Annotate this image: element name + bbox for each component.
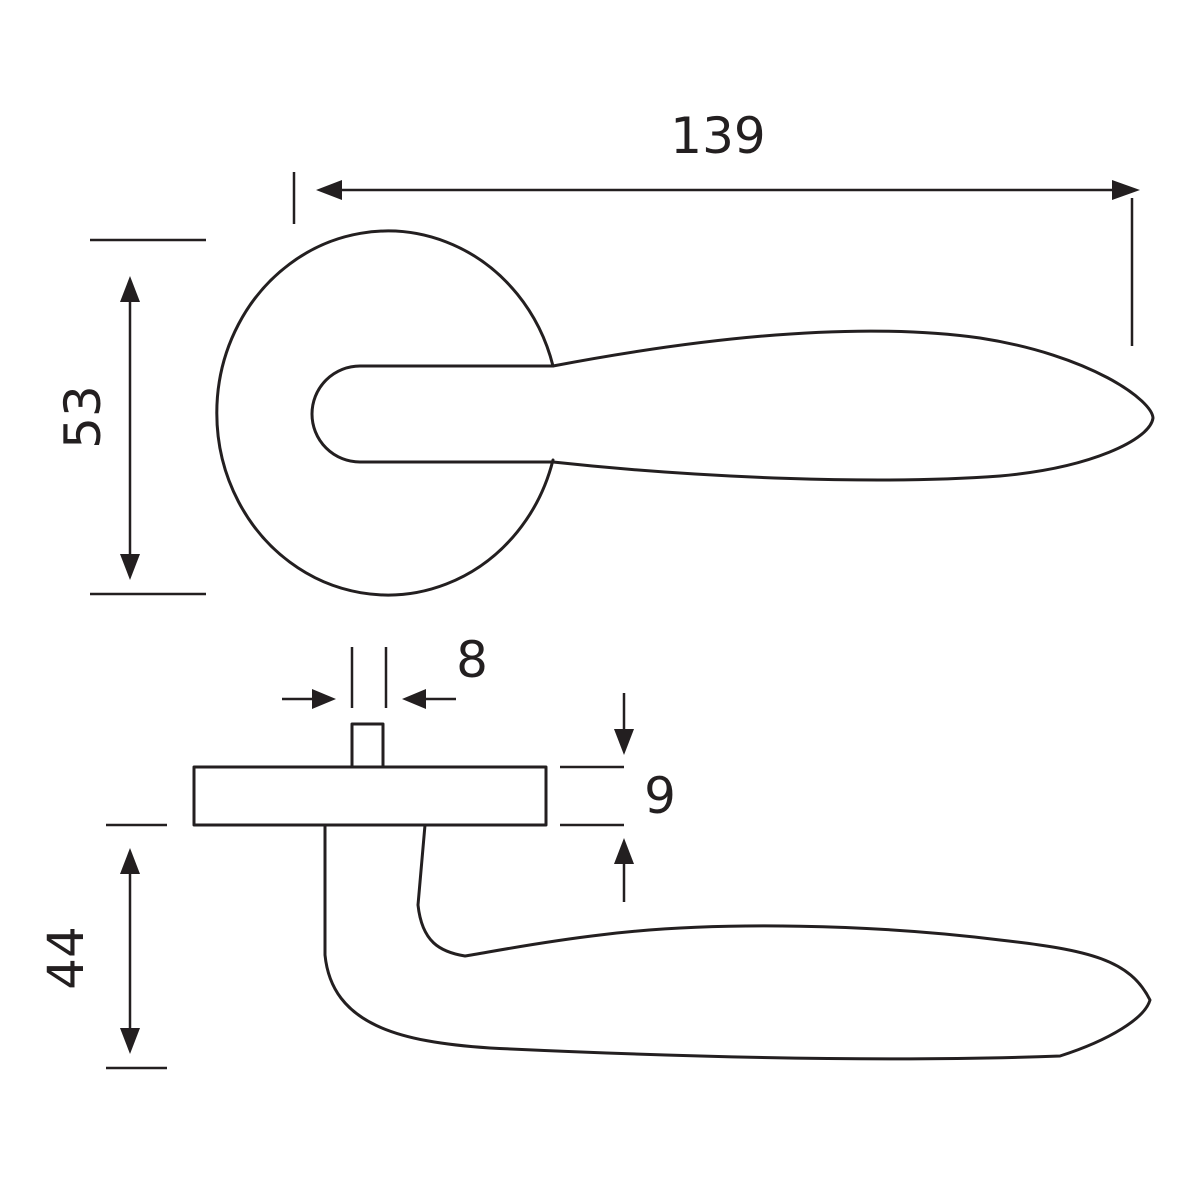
top-view: 139 53 (54, 107, 1155, 597)
dim-53-arrow-bottom (120, 554, 140, 580)
dim-44-arrow-bottom (120, 1028, 140, 1054)
dim-8-arrow-right (402, 689, 426, 709)
rose-outline (215, 229, 555, 597)
spindle (350, 722, 385, 769)
dim-139-label: 139 (670, 107, 765, 165)
dim-9-arrow-bottom (614, 838, 634, 864)
lever-outline-side (323, 823, 1152, 1061)
dim-44-arrow-top (120, 848, 140, 874)
dim-44-label: 44 (37, 926, 95, 990)
dim-9-label: 9 (644, 767, 676, 825)
dim-139-arrow-right (1112, 180, 1140, 200)
dim-9-arrow-top (614, 729, 634, 755)
side-view: 8 9 44 (37, 631, 1152, 1070)
dim-8-label: 8 (456, 631, 488, 689)
lever-outline-top (310, 329, 1155, 482)
dim-8-arrow-left (312, 689, 336, 709)
dim-139-arrow-left (316, 180, 342, 200)
dim-53-label: 53 (54, 385, 112, 449)
rose-plate (192, 765, 548, 827)
dim-53-arrow-top (120, 276, 140, 302)
